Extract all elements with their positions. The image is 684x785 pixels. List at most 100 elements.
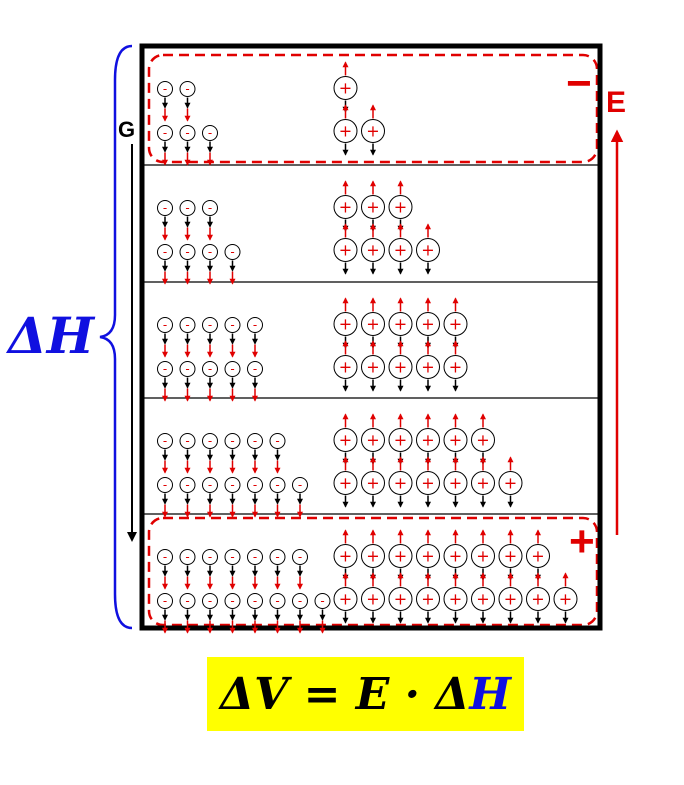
positive-sign: + bbox=[394, 315, 407, 334]
negative-charge bbox=[179, 244, 196, 260]
positive-charge bbox=[498, 587, 523, 611]
positive-charge bbox=[388, 471, 413, 495]
positive-sign: + bbox=[559, 590, 572, 609]
negative-charge bbox=[269, 433, 286, 449]
negative-charge bbox=[247, 433, 263, 449]
positive-charge bbox=[443, 544, 468, 568]
negative-sign: - bbox=[185, 318, 189, 332]
negative-charge bbox=[224, 433, 241, 449]
negative-charge bbox=[224, 477, 241, 493]
negative-charge bbox=[179, 593, 196, 609]
negative-charge bbox=[202, 200, 218, 216]
positive-charge bbox=[416, 428, 440, 452]
positive-charge bbox=[388, 238, 413, 262]
negative-sign: - bbox=[163, 362, 167, 376]
negative-charge bbox=[202, 593, 218, 609]
positive-charge bbox=[361, 238, 385, 262]
positive-sign: + bbox=[504, 547, 517, 566]
positive-sign: + bbox=[531, 547, 544, 566]
negative-sign: - bbox=[230, 594, 234, 608]
positive-charge bbox=[333, 355, 358, 379]
field-label: E bbox=[606, 86, 627, 119]
negative-sign: - bbox=[208, 362, 212, 376]
positive-charge bbox=[416, 355, 440, 379]
negative-charge bbox=[202, 361, 218, 377]
positive-sign: + bbox=[476, 547, 489, 566]
negative-sign: - bbox=[230, 318, 234, 332]
negative-sign: - bbox=[163, 478, 167, 492]
negative-charge bbox=[224, 593, 241, 609]
negative-sign: - bbox=[185, 594, 189, 608]
formula-h: H bbox=[469, 668, 511, 720]
positive-charge bbox=[361, 119, 385, 143]
negative-sign: - bbox=[208, 434, 212, 448]
negative-charge bbox=[157, 81, 173, 97]
positive-sign: + bbox=[476, 431, 489, 450]
negative-charge bbox=[157, 244, 173, 260]
positive-charge bbox=[361, 355, 385, 379]
positive-sign: + bbox=[339, 79, 352, 98]
negative-charge bbox=[314, 593, 331, 609]
positive-charge bbox=[416, 312, 440, 336]
negative-charge bbox=[292, 593, 308, 609]
negative-sign: - bbox=[185, 82, 189, 96]
positive-charge bbox=[361, 544, 385, 568]
negative-charge bbox=[157, 593, 173, 609]
positive-sign: + bbox=[339, 358, 352, 377]
positive-charge bbox=[361, 428, 385, 452]
positive-sign: + bbox=[394, 241, 407, 260]
positive-sign: + bbox=[366, 431, 379, 450]
positive-sign: + bbox=[394, 358, 407, 377]
negative-charge bbox=[202, 317, 218, 333]
positive-sign: + bbox=[366, 241, 379, 260]
negative-charge bbox=[224, 317, 241, 333]
negative-sign: - bbox=[185, 245, 189, 259]
negative-charge bbox=[157, 477, 173, 493]
negative-sign: - bbox=[275, 594, 279, 608]
positive-charge bbox=[361, 471, 385, 495]
negative-charge bbox=[269, 477, 286, 493]
negative-sign: - bbox=[208, 478, 212, 492]
positive-sign: + bbox=[366, 547, 379, 566]
positive-sign: + bbox=[366, 474, 379, 493]
negative-sign: - bbox=[185, 201, 189, 215]
positive-charge bbox=[388, 428, 413, 452]
negative-charge bbox=[224, 549, 241, 565]
negative-charge bbox=[269, 549, 286, 565]
positive-sign: + bbox=[449, 315, 462, 334]
positive-charge bbox=[388, 587, 413, 611]
negative-sign: - bbox=[185, 478, 189, 492]
gravity-label: G bbox=[118, 117, 136, 142]
positive-charge bbox=[388, 312, 413, 336]
negative-sign: - bbox=[185, 362, 189, 376]
negative-charge bbox=[202, 477, 218, 493]
container-box bbox=[139, 43, 603, 631]
positive-charge bbox=[471, 544, 495, 568]
negative-charge bbox=[157, 361, 173, 377]
negative-charge bbox=[157, 549, 173, 565]
positive-charge bbox=[443, 312, 468, 336]
negative-charge bbox=[157, 125, 173, 141]
positive-sign: + bbox=[394, 547, 407, 566]
negative-charge bbox=[157, 433, 173, 449]
positive-sign: + bbox=[339, 198, 352, 217]
negative-sign: - bbox=[253, 594, 257, 608]
positive-charge bbox=[443, 471, 468, 495]
negative-sign: - bbox=[163, 82, 167, 96]
positive-sign: + bbox=[449, 358, 462, 377]
positive-sign: + bbox=[476, 474, 489, 493]
negative-sign: - bbox=[230, 245, 234, 259]
negative-sign: - bbox=[185, 434, 189, 448]
positive-sign: + bbox=[339, 122, 352, 141]
positive-sign: + bbox=[531, 590, 544, 609]
positive-charge bbox=[333, 587, 358, 611]
negative-sign: - bbox=[208, 318, 212, 332]
positive-sign: + bbox=[421, 241, 434, 260]
positive-charge bbox=[416, 471, 440, 495]
positive-sign: + bbox=[449, 474, 462, 493]
negative-charge bbox=[202, 125, 218, 141]
positive-charge bbox=[553, 587, 578, 611]
negative-charge bbox=[269, 593, 286, 609]
negative-charge bbox=[179, 549, 196, 565]
